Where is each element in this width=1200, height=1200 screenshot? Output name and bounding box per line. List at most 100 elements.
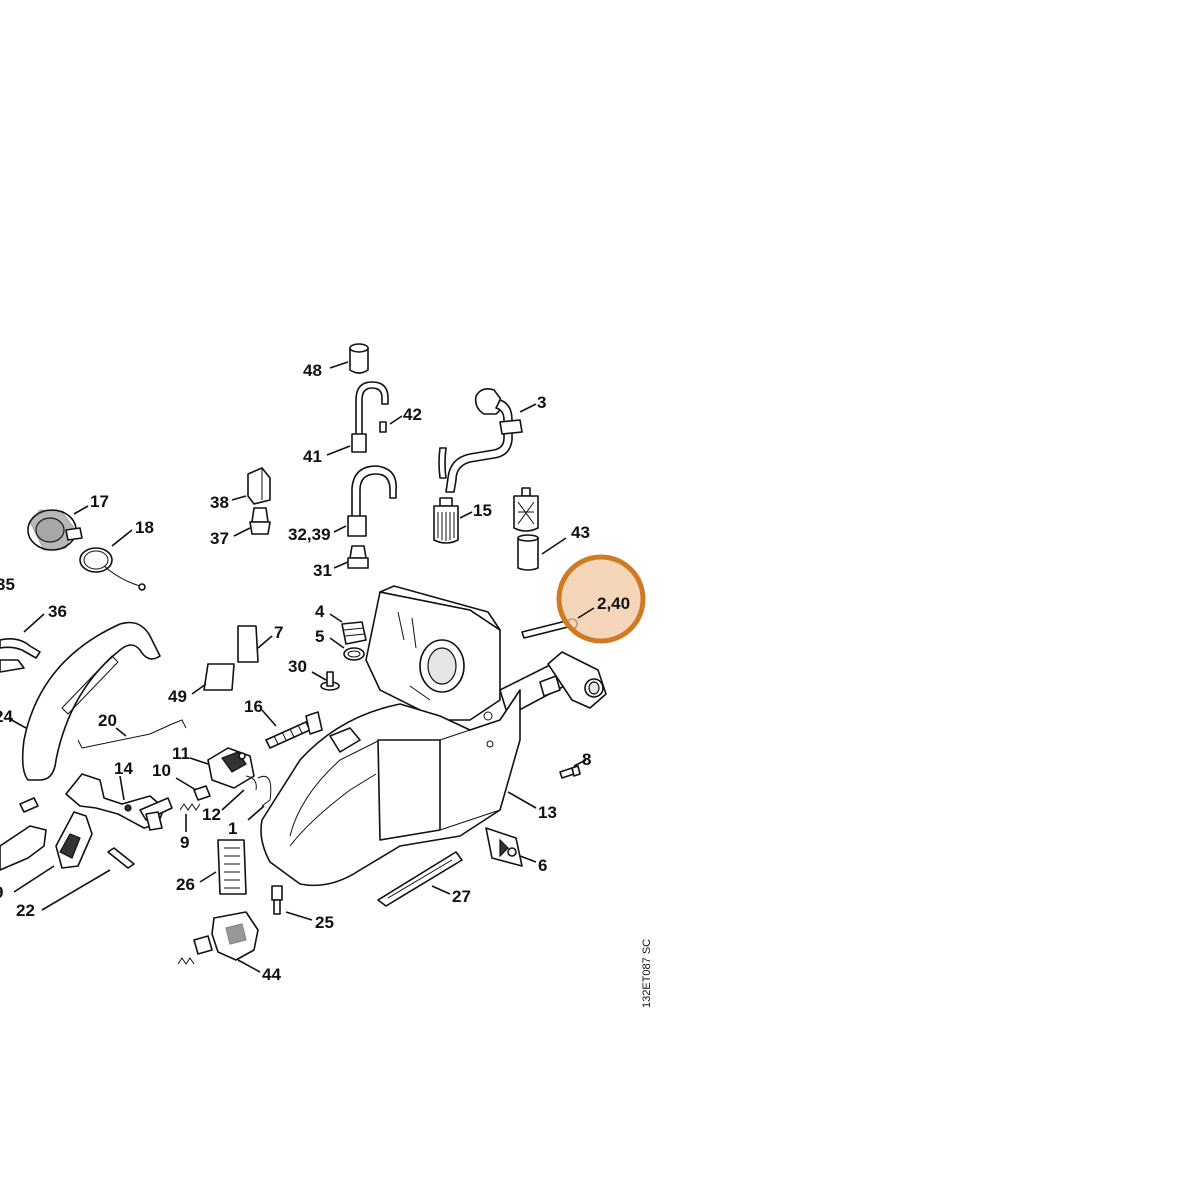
- part-15-fuel-filter: [433, 497, 459, 544]
- part-8-trigger: [65, 773, 173, 831]
- part-10-contact: [193, 785, 211, 801]
- callout-42: 42: [403, 405, 422, 424]
- leader-38: [231, 495, 247, 501]
- leader-6: [519, 855, 537, 863]
- callout-44: 44: [262, 965, 281, 984]
- part-49-label: [203, 663, 235, 691]
- callout-14: 8: [582, 750, 591, 769]
- leader-4: [329, 613, 343, 623]
- callout-25: 25: [315, 913, 334, 932]
- part-1-crankcase-housing: [260, 585, 607, 887]
- callout-6: 6: [538, 856, 547, 875]
- callout-32-39: 32,39: [288, 525, 331, 544]
- part-14-screw: [559, 765, 581, 779]
- callout-16: 16: [244, 697, 263, 716]
- leader-31: [333, 561, 349, 569]
- leader-1: [507, 791, 537, 809]
- callout-9: 9: [180, 833, 189, 852]
- callout-43: 43: [571, 523, 590, 542]
- callout-17: 17: [90, 492, 109, 511]
- callout-49: 49: [168, 687, 187, 706]
- callout-7: 7: [274, 623, 283, 642]
- leader-18: [111, 529, 133, 547]
- part-44-assembly: [177, 911, 259, 965]
- callout-48: 48: [303, 361, 322, 380]
- callout-1: 13: [538, 803, 557, 822]
- callout-13: 12: [202, 805, 221, 824]
- leader-36: [23, 613, 45, 633]
- callout-5: 5: [315, 627, 324, 646]
- part-20-rod: [77, 719, 187, 749]
- leader-12: [247, 805, 265, 821]
- callout-22: 22: [16, 901, 35, 920]
- callout-31: 31: [313, 561, 332, 580]
- leader-13: [221, 789, 245, 811]
- callout-9b: 9: [0, 883, 3, 902]
- callout-35: 35: [0, 575, 15, 594]
- part-26-decal: [217, 839, 247, 895]
- part-48-sleeve: [349, 343, 369, 374]
- part-9-spring: [179, 803, 201, 811]
- leader-20: [115, 727, 127, 737]
- part-17-oil-pump: [27, 509, 83, 551]
- callout-26: 26: [176, 875, 195, 894]
- leader-27: [431, 885, 451, 895]
- callout-10: 10: [152, 761, 171, 780]
- part-6-decal: [485, 827, 523, 867]
- leader-32-39: [333, 525, 347, 533]
- part-43-filter: [513, 487, 539, 571]
- callout-20: 20: [98, 711, 117, 730]
- leader-7: [257, 635, 273, 649]
- callout-27: 27: [452, 887, 471, 906]
- part-18-ring: [79, 547, 146, 591]
- leader-17: [73, 505, 89, 515]
- callout-38: 38: [210, 493, 229, 512]
- part-7-label: [237, 625, 259, 663]
- callout-30: 30: [288, 657, 307, 676]
- leader-10: [175, 777, 197, 791]
- callout-18: 18: [135, 518, 154, 537]
- leader-26: [199, 871, 217, 883]
- part-30-screw: [320, 671, 340, 691]
- part-rear-handle: [0, 797, 135, 871]
- part-37-fitting: [249, 507, 271, 535]
- leader-8: [119, 775, 125, 801]
- leader-16: [261, 709, 277, 727]
- leader-41: [326, 445, 351, 456]
- callout-24: 24: [0, 707, 13, 726]
- leader-49: [191, 683, 207, 695]
- leader-43: [541, 537, 567, 555]
- part-13-wire: [245, 775, 257, 791]
- part-3-fuel-hose: [438, 388, 523, 493]
- highlight-circle[interactable]: [556, 554, 646, 644]
- callout-36: 36: [48, 602, 67, 621]
- callout-37: 37: [210, 529, 229, 548]
- part-31-fitting: [347, 545, 369, 569]
- part-41-hose: [351, 381, 389, 453]
- part-36-lever: [0, 638, 41, 673]
- callout-4: 4: [315, 602, 325, 621]
- callout-11: 11: [172, 744, 190, 763]
- part-25-screw: [271, 885, 283, 915]
- leader-5: [329, 637, 345, 649]
- leader-2-40: [577, 607, 595, 619]
- callout-8: 14: [114, 759, 133, 778]
- part-38-cap: [247, 467, 271, 505]
- part-12-clip: [257, 775, 272, 807]
- callout-2-40-highlighted: 2,40: [597, 594, 630, 613]
- leader-39: [13, 865, 55, 893]
- leader-42: [389, 415, 403, 425]
- leader-11: [189, 757, 209, 765]
- leader-22: [41, 869, 111, 911]
- part-42-pin: [379, 421, 387, 433]
- callout-12: 1: [228, 819, 237, 838]
- leader-30: [311, 671, 327, 681]
- part-24-hand-guard: [21, 621, 161, 781]
- callout-41: 41: [303, 447, 322, 466]
- part-16-bolt: [265, 711, 323, 749]
- leader-15: [459, 511, 473, 519]
- part-11-switch: [207, 747, 255, 789]
- leader-48: [329, 361, 349, 369]
- part-5-ring: [343, 647, 365, 661]
